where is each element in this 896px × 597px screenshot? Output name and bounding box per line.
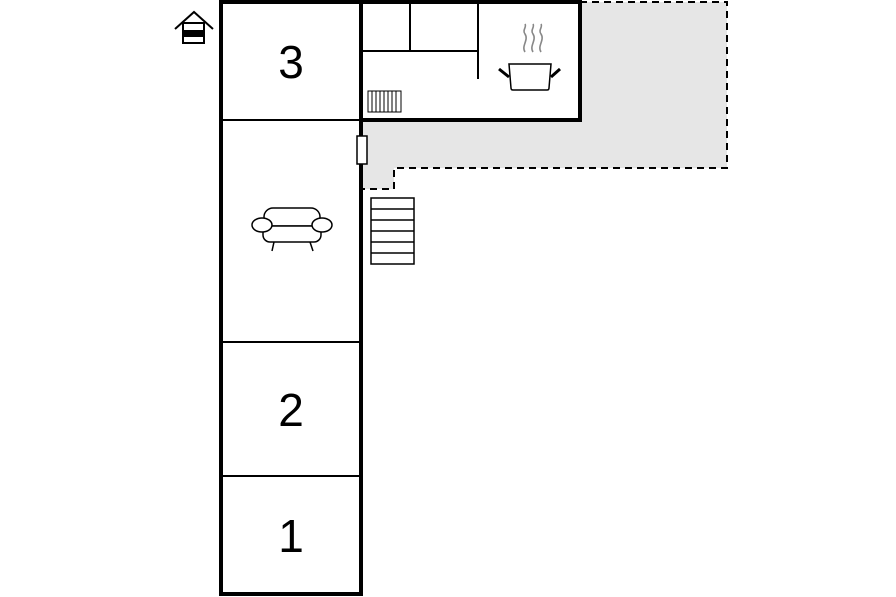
radiator-icon <box>367 90 402 113</box>
stairs-icon <box>370 197 415 265</box>
cooking-pot-icon <box>498 23 561 91</box>
room-label-1: 1 <box>278 510 304 562</box>
sofa-icon <box>251 207 333 252</box>
room-label-3: 3 <box>278 36 304 88</box>
door-marker <box>356 135 368 165</box>
terrace-area <box>361 1 728 190</box>
kitchen-wing-walls <box>359 0 582 122</box>
room-label-2: 2 <box>278 384 304 436</box>
house-entrance-icon <box>174 10 214 44</box>
main-wing-walls <box>219 0 363 596</box>
